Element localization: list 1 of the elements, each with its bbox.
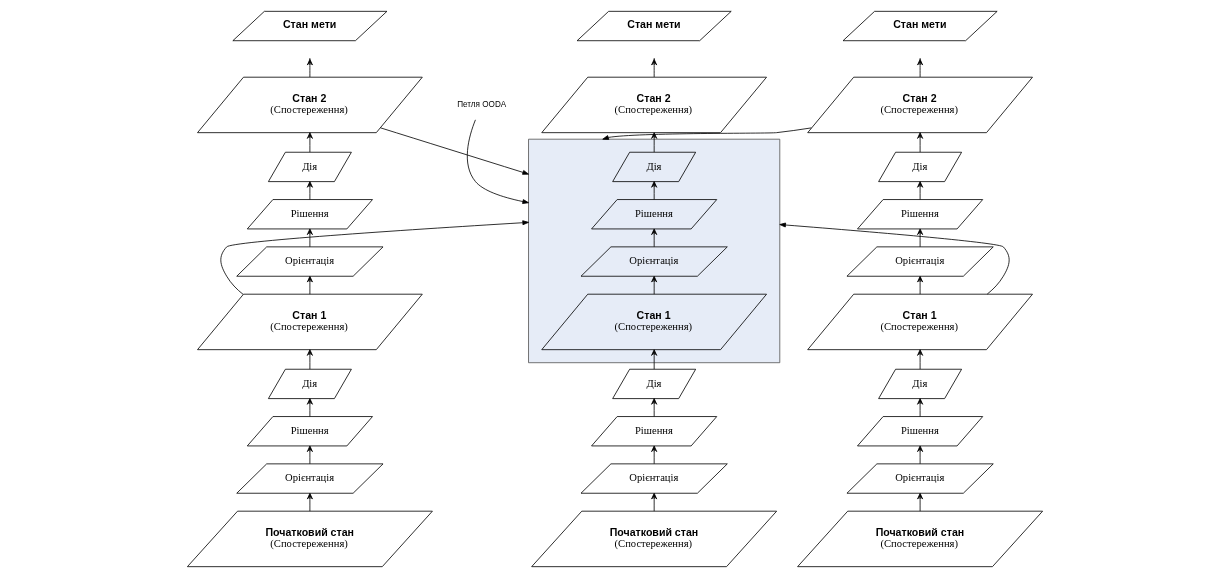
node-text: Петля OODA [456, 99, 506, 109]
